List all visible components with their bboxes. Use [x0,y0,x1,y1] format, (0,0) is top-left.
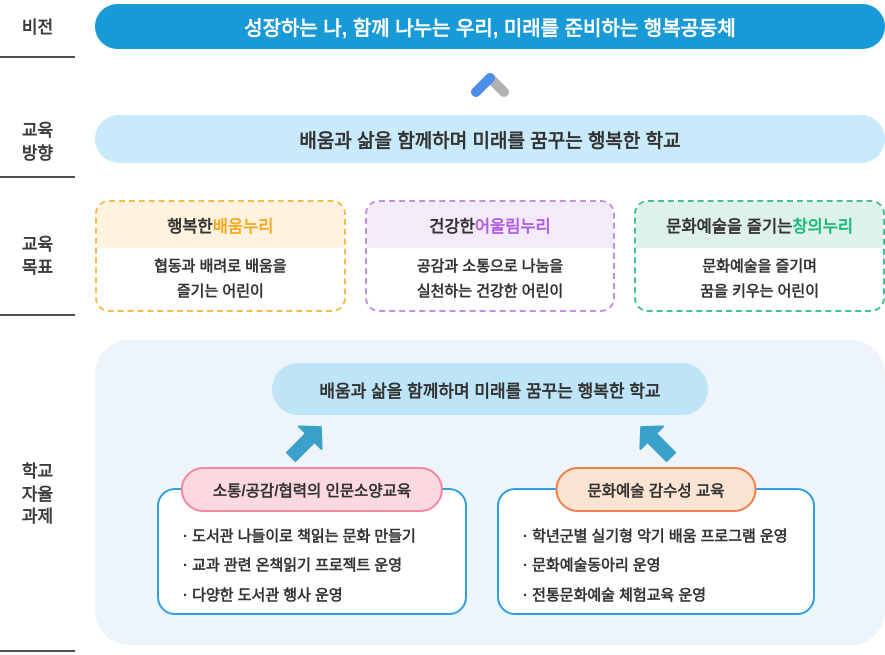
section-label-goals: 교육 목표 [0,200,75,316]
goal-title-accent: 배움누리 [212,218,274,236]
task-bullet: · 도서관 나들이로 책읽는 문화 만들기 [183,528,416,545]
task-bullet: · 교과 관련 온책읽기 프로젝트 운영 [183,557,403,575]
task-bullet: · 다양한 도서관 행사 운영 [183,586,343,604]
goal-description: 문화예술을 즐기며 꿈을 키우는 어린이 [700,257,820,301]
goal-title-prefix: 문화예술을 즐기는 [666,218,793,236]
task-title-pill: 소통/공감/협력의 인문소양교육 [180,467,444,512]
goal-title: 행복한 배움누리 [97,202,344,248]
task-box-arts: 문화예술 감수성 교육 · 학년군별 실기형 악기 배움 프로그램 운영 · 문… [497,467,815,615]
task-bullet: · 전통문화예술 체험교육 운영 [523,586,707,604]
autonomy-container: 배움과 삶을 함께하며 미래를 꿈꾸는 행복한 학교 소통/공감/협력의 인문소… [95,340,885,645]
task-bullet: · 학년군별 실기형 악기 배움 프로그램 운영 [523,528,788,545]
task-bullet-list: · 도서관 나들이로 책읽는 문화 만들기 · 교과 관련 온책읽기 프로젝트 … [159,522,465,610]
direction-banner: 배움과 삶을 함께하며 미래를 꿈꾸는 행복한 학교 [95,115,885,163]
task-title-pill: 문화예술 감수성 교육 [555,467,757,512]
goal-title-prefix: 건강한 [429,218,475,236]
goal-title-accent: 어울림누리 [474,218,551,236]
task-bullet: · 문화예술동아리 운영 [523,557,661,575]
goal-title-accent: 창의누리 [792,218,854,236]
goals-row: 행복한 배움누리 협동과 배려로 배움을 즐기는 어린이 건강한 어울림누리 공… [95,200,885,312]
section-label-vision: 비전 [0,0,75,58]
arrow-up-left-icon [639,425,677,463]
arrow-up-right-icon [285,425,323,463]
task-bullet-list: · 학년군별 실기형 악기 배움 프로그램 운영 · 문화예술동아리 운영 · … [499,522,813,610]
chevron-up-icon [471,73,509,97]
goal-box-eoullim: 건강한 어울림누리 공감과 소통으로 나눔을 실천하는 건강한 어린이 [364,200,616,312]
task-box-humanities: 소통/공감/협력의 인문소양교육 · 도서관 나들이로 책읽는 문화 만들기 ·… [157,467,467,615]
goal-title: 건강한 어울림누리 [366,202,614,248]
goal-title-prefix: 행복한 [167,218,213,236]
autonomy-center-pill: 배움과 삶을 함께하며 미래를 꿈꾸는 행복한 학교 [272,363,708,415]
section-label-direction: 교육 방향 [0,110,75,178]
goal-description: 공감과 소통으로 나눔을 실천하는 건강한 어린이 [416,257,564,301]
goal-title: 문화예술을 즐기는 창의누리 [636,202,884,248]
goal-description: 협동과 배려로 배움을 즐기는 어린이 [154,257,287,301]
goal-box-baeum: 행복한 배움누리 협동과 배려로 배움을 즐기는 어린이 [95,200,346,312]
section-label-autonomy: 학교 자율 과제 [0,340,75,652]
vision-banner: 성장하는 나, 함께 나누는 우리, 미래를 준비하는 행복공동체 [95,4,885,49]
goal-box-changui: 문화예술을 즐기는 창의누리 문화예술을 즐기며 꿈을 키우는 어린이 [634,200,885,312]
